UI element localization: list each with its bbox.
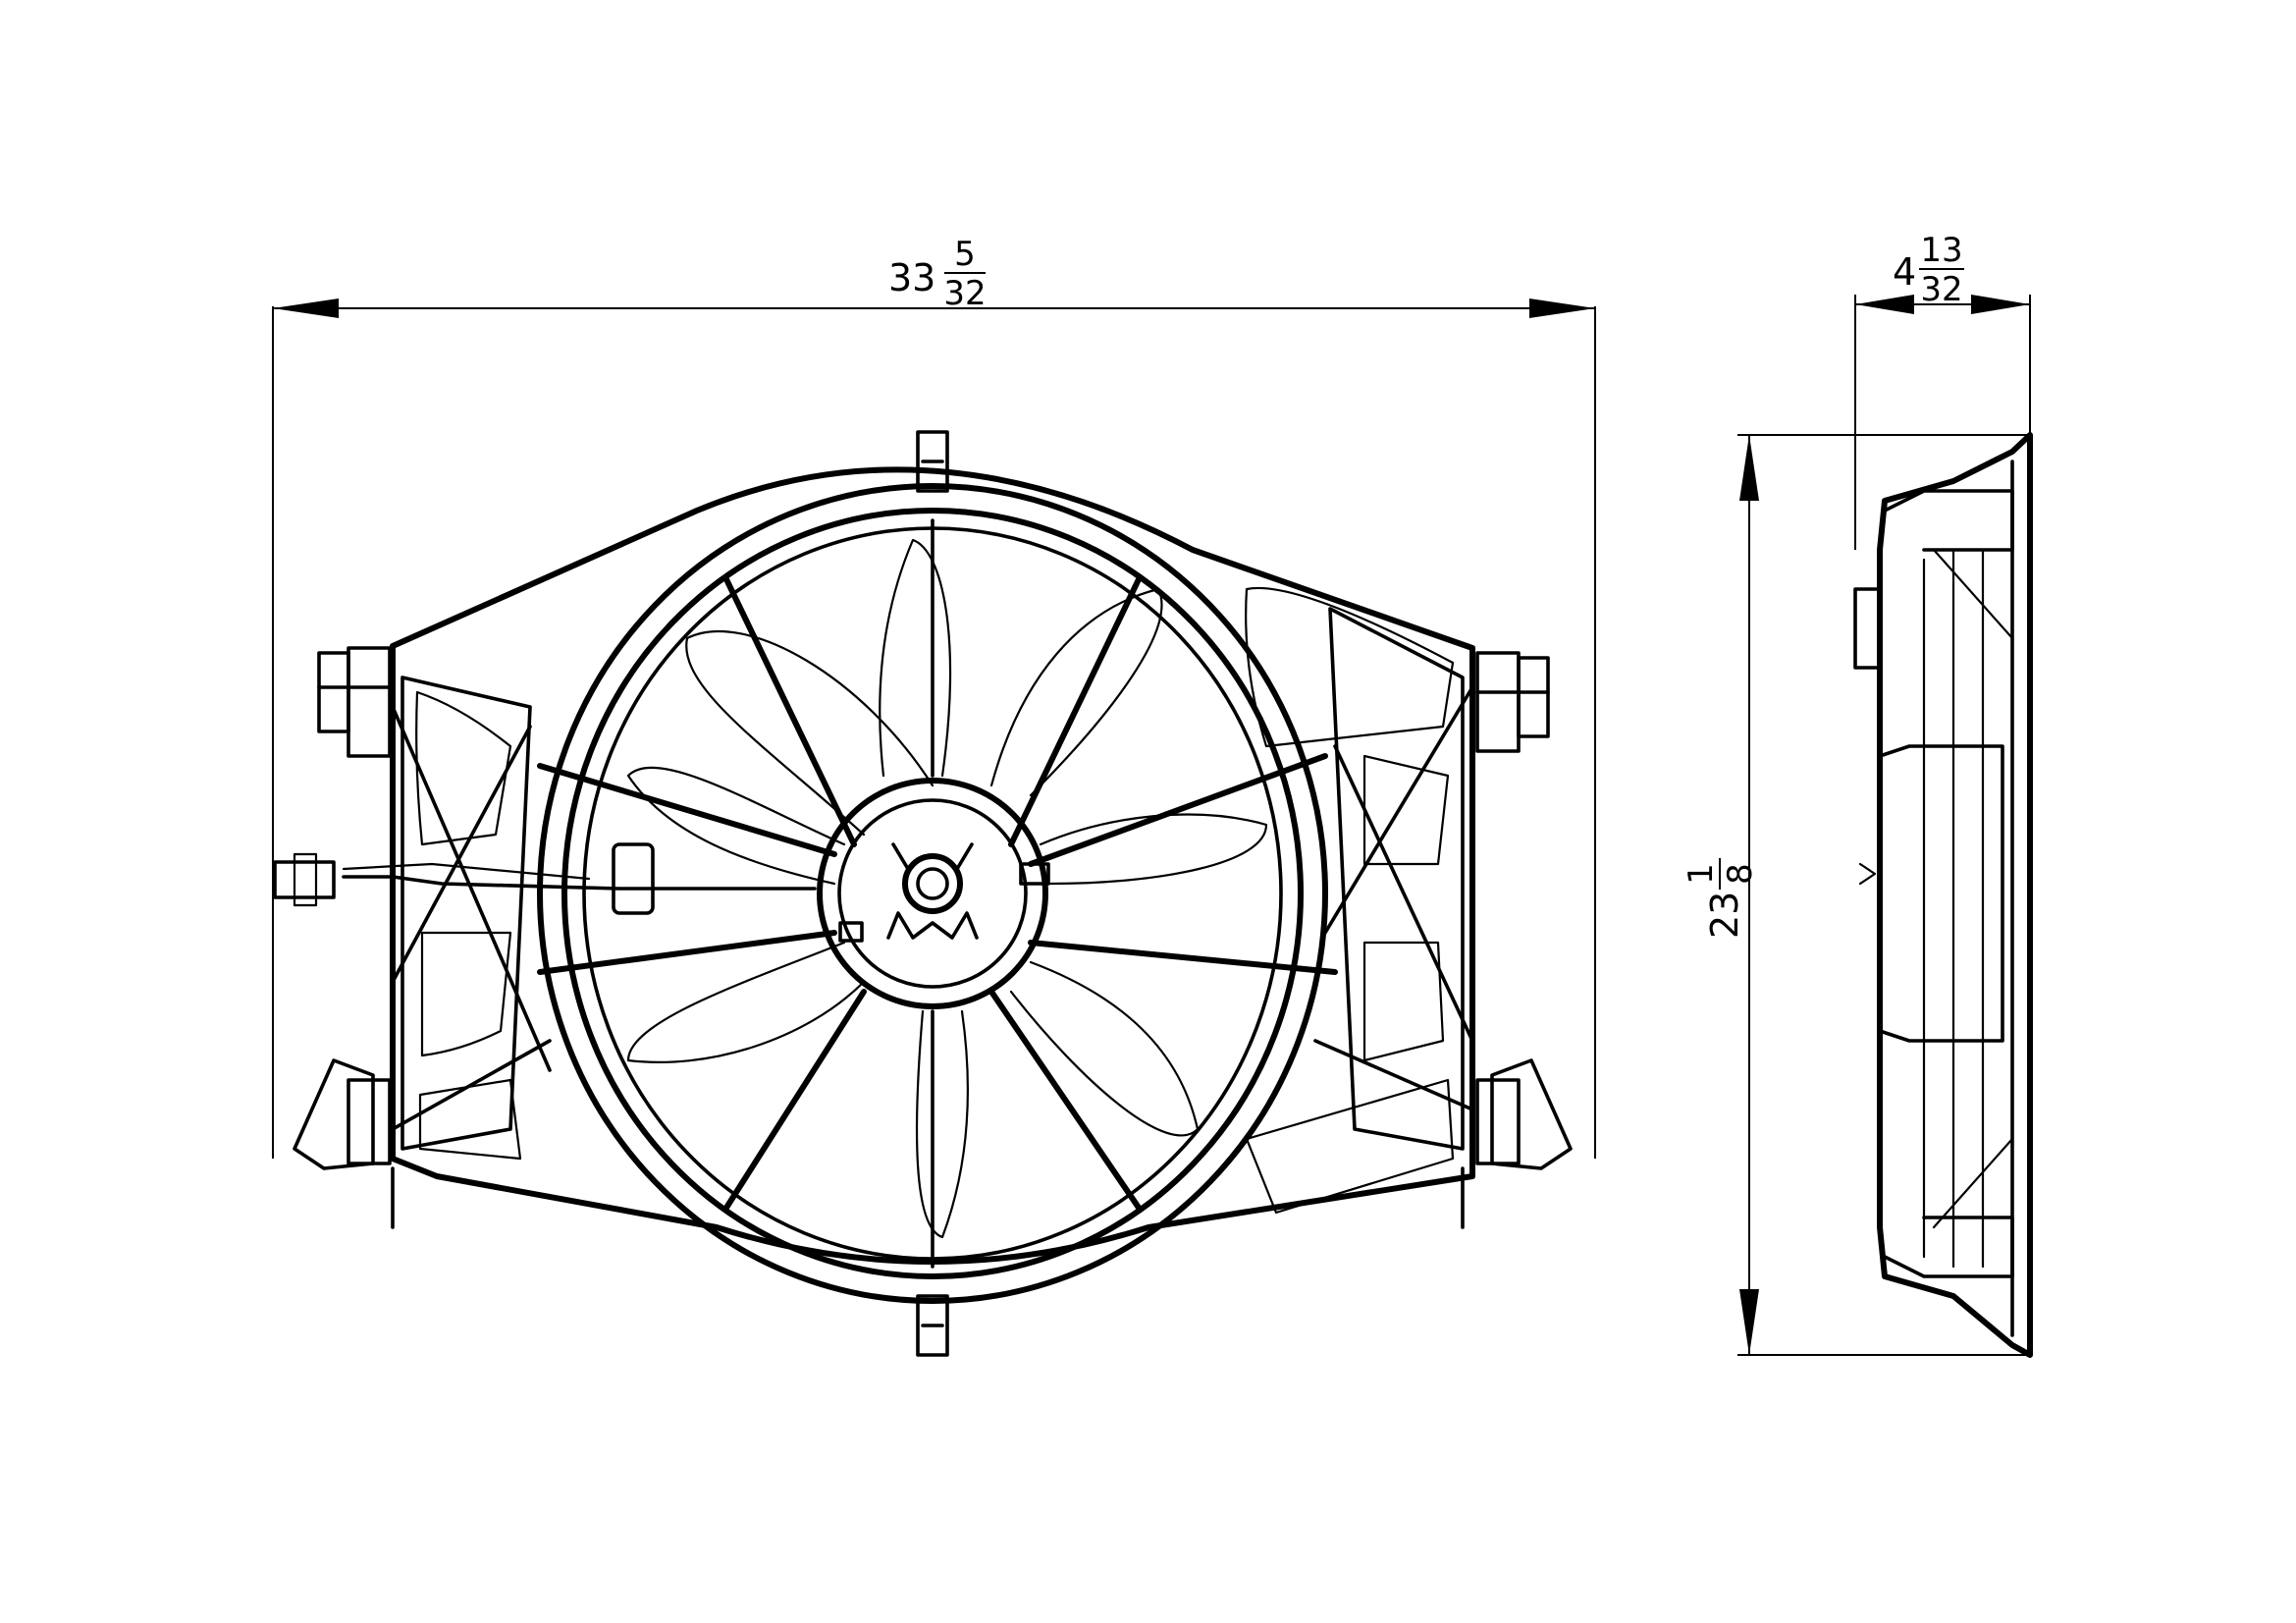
shroud-window-right-bottom	[1245, 1078, 1455, 1215]
motor-rib-left	[891, 842, 910, 871]
wire-clip	[612, 842, 655, 915]
spoke-bottom-left	[723, 989, 867, 1211]
height-denominator: 8	[1721, 863, 1760, 885]
side-top-bracket	[1883, 489, 2014, 552]
front-view	[273, 430, 1573, 1357]
fan-blade-1	[685, 629, 934, 837]
mount-tab-bottom-body	[916, 1294, 949, 1357]
depth-dimension: 4 13 32	[1854, 231, 2031, 550]
brace-right-2	[1333, 744, 1474, 1043]
width-numerator: 5	[954, 235, 976, 274]
shroud-inner-panel-left	[400, 676, 532, 1151]
width-arrow-left	[273, 298, 339, 318]
spoke-bottom-right	[988, 989, 1142, 1211]
bracket-right-lower-block	[1475, 1078, 1521, 1165]
fan-blade-8	[626, 766, 846, 886]
mount-tab-bottom	[916, 1294, 949, 1357]
mount-tab-top	[916, 430, 949, 493]
height-label: 23 1 8	[1682, 858, 1760, 939]
bracket-left-lower-block	[347, 1078, 392, 1165]
connector-latch	[293, 852, 318, 907]
fan-blade-3	[989, 587, 1163, 797]
bracket-right-lower	[1461, 1058, 1573, 1229]
height-dimension: 23 1 8	[1682, 434, 2030, 1356]
motor-rib-right	[955, 842, 974, 871]
width-whole: 33	[888, 256, 935, 299]
bracket-left-lower	[293, 1058, 395, 1229]
brace-left-3	[391, 1039, 552, 1131]
height-arrow-bottom	[1739, 1289, 1759, 1355]
motor-housing-outer	[817, 778, 1048, 1009]
mount-tab-top-body	[916, 430, 949, 493]
side-inner-ribs	[1922, 548, 1985, 1269]
shroud-window-left-top	[415, 690, 512, 846]
wire-harness-2	[342, 862, 591, 881]
fan-spokes	[537, 518, 1338, 1269]
shroud-window-left-bottom	[420, 931, 512, 1057]
fan-blade-2	[879, 538, 952, 778]
shroud-inner-panel-right	[1328, 607, 1465, 1151]
side-upper-tab	[1853, 587, 1882, 670]
bracket-left-upper-outer	[317, 651, 350, 733]
side-diagonal-1	[1932, 548, 2014, 640]
shroud-outline	[390, 466, 1475, 1265]
spoke-top-right	[1008, 576, 1142, 847]
motor-tab-left	[838, 921, 864, 943]
bracket-left-upper-inner	[347, 646, 392, 758]
bracket-left-upper	[317, 646, 392, 758]
motor-housing-inner	[837, 798, 1028, 989]
fan-blade-7	[626, 941, 866, 1063]
depth-numerator: 13	[1920, 231, 1962, 270]
brace-left-2	[391, 725, 532, 984]
side-bottom-bracket	[1883, 1216, 2014, 1278]
spoke-left-lower	[537, 930, 837, 975]
shroud-window-left-lower	[418, 1078, 522, 1161]
width-arrow-right	[1529, 298, 1595, 318]
depth-arrow-left	[1855, 295, 1914, 314]
bracket-right-upper-inner	[1475, 651, 1521, 753]
fan-ring-outer	[537, 483, 1328, 1304]
spoke-top-left	[723, 576, 857, 847]
motor-shaft-center	[916, 867, 949, 900]
fan-blade-4	[1039, 813, 1268, 886]
motor-shaft	[902, 853, 963, 914]
fan-blades	[626, 538, 1268, 1239]
fan-blade-6	[915, 1009, 970, 1239]
wire-harness	[342, 875, 817, 891]
side-view	[1853, 432, 2033, 1358]
depth-denominator: 32	[1920, 270, 1962, 309]
motor-vent-slots	[886, 911, 979, 940]
spoke-left-upper	[537, 763, 837, 857]
brace-right-1	[1323, 685, 1474, 935]
height-whole: 23	[1703, 892, 1746, 939]
width-dimension: 33 5 32	[272, 235, 1596, 1159]
electrical-connector	[273, 860, 336, 899]
bracket-right-lower-body	[1490, 1058, 1573, 1170]
shroud-window-right-low	[1362, 941, 1445, 1062]
brace-right-3	[1313, 1039, 1474, 1111]
height-arrow-top	[1739, 435, 1759, 501]
width-denominator: 32	[943, 274, 986, 313]
shroud-window-right-top	[1245, 586, 1455, 748]
height-numerator: 1	[1682, 863, 1721, 885]
depth-whole: 4	[1893, 250, 1916, 294]
side-fan-body	[1878, 744, 2004, 1043]
side-shroud-outline	[1877, 432, 2033, 1358]
bracket-left-lower-body	[293, 1058, 375, 1170]
bracket-right-upper-outer	[1517, 656, 1550, 738]
fan-blade-5	[1009, 960, 1200, 1137]
brace-left-1	[391, 705, 552, 1072]
spoke-right-lower	[1028, 940, 1338, 975]
spoke-right-upper	[1028, 753, 1328, 867]
side-diagonal-2	[1932, 1137, 2014, 1229]
motor-tab-right	[1019, 862, 1050, 886]
side-motor-nub	[1858, 862, 1877, 886]
bracket-right-upper	[1475, 651, 1550, 753]
depth-arrow-right	[1971, 295, 2030, 314]
fan-ring-inner	[561, 508, 1304, 1279]
shroud-window-right-mid	[1362, 754, 1450, 866]
